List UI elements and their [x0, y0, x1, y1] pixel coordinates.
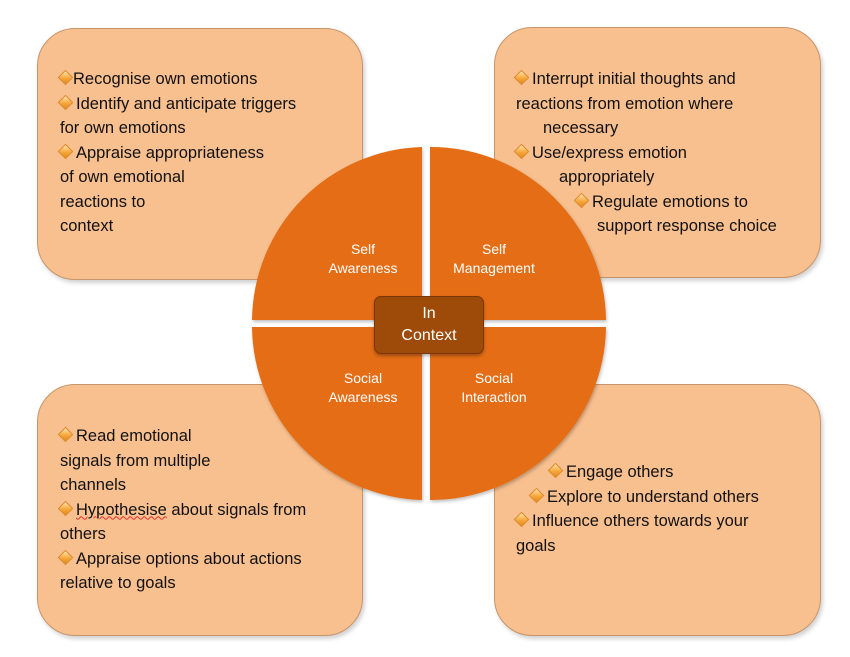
in-context-box: In Context	[374, 296, 484, 354]
social-interaction-quadrant	[430, 327, 606, 501]
list-item: Interrupt initial thoughts and	[513, 67, 777, 92]
list-item-continuation: reactions from emotion where	[516, 94, 734, 113]
self-management-label: Self Management	[453, 241, 535, 276]
self-awareness-quadrant	[252, 147, 422, 320]
social-interaction-label: Social Interaction	[461, 370, 527, 405]
social-interaction-list: Engage others Explore to understand othe…	[513, 460, 759, 558]
list-item-continuation: appropriately	[559, 168, 655, 186]
social-awareness-list: Read emotional signals from multiple cha…	[57, 424, 306, 596]
self-awareness-list: Recognise own emotions Identify and anti…	[57, 67, 296, 239]
list-item: Engage others	[516, 460, 759, 485]
self-awareness-label: Self Awareness	[328, 241, 398, 276]
list-item: Identify and anticipate triggers	[57, 92, 296, 117]
list-item: Influence others towards your	[513, 509, 759, 534]
social-awareness-quadrant	[252, 327, 422, 500]
list-item: Appraise appropriateness	[57, 141, 296, 166]
list-item: Explore to understand others	[516, 485, 759, 510]
self-management-list: Interrupt initial thoughts and reactions…	[513, 67, 777, 239]
list-item-continuation: relative to goals	[60, 574, 176, 592]
list-item-continuation: signals from multiple	[60, 451, 211, 470]
list-item-continuation: goals	[516, 536, 556, 555]
list-item-continuation: reactions to	[60, 192, 146, 211]
list-item-continuation: channels	[60, 476, 127, 494]
list-item: Appraise options about actions	[57, 547, 306, 572]
list-item: Hypothesise about signals from	[57, 498, 306, 523]
list-item-continuation: necessary	[543, 119, 619, 137]
list-item: Use/express emotion	[513, 141, 777, 166]
list-item-continuation: support response choice	[597, 217, 777, 235]
list-item-continuation: for own emotions	[60, 119, 186, 137]
list-item: Regulate emotions to	[516, 190, 777, 215]
list-item: Recognise own emotions	[57, 67, 296, 92]
social-awareness-label: Social Awareness	[328, 370, 398, 405]
list-item-continuation: others	[60, 525, 106, 543]
spellcheck-word: Hypothesise	[76, 500, 167, 519]
self-management-quadrant	[430, 146, 606, 320]
list-item-continuation: of own emotional	[60, 168, 185, 186]
list-item-continuation: context	[60, 217, 114, 235]
list-item: Read emotional	[57, 424, 306, 449]
